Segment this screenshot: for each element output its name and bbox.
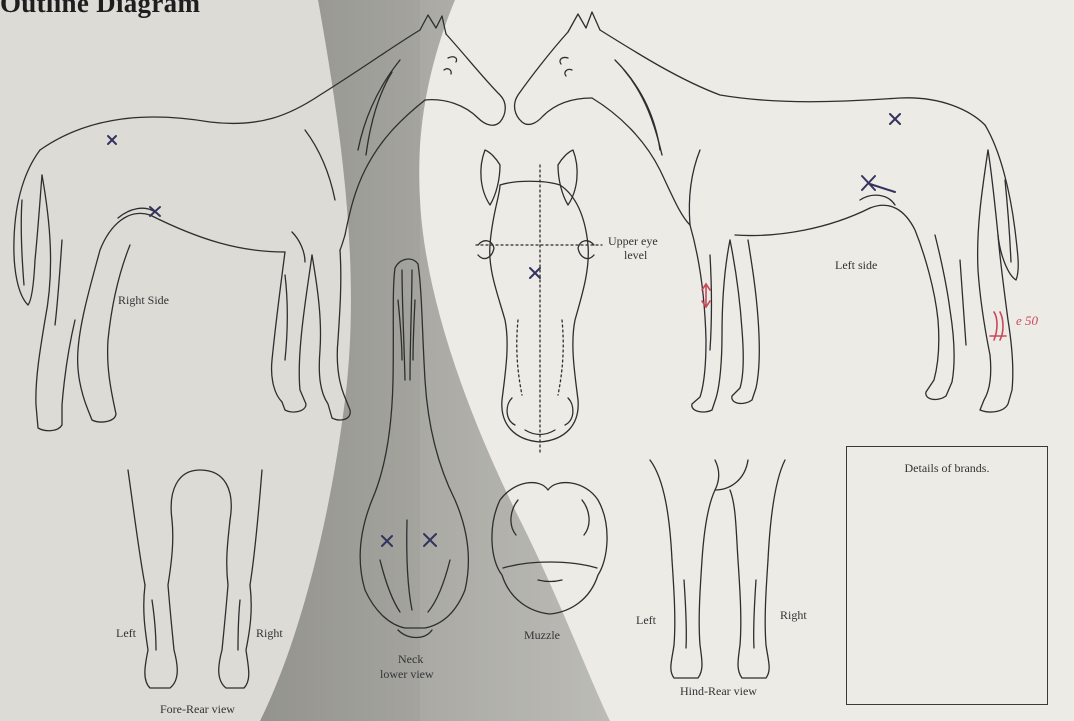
left-horse-face xyxy=(515,32,592,124)
left-horse-stifle xyxy=(860,195,895,205)
page-title: Outline Diagram xyxy=(0,0,200,19)
blue-x-left-flank xyxy=(890,114,900,124)
head-front-outline xyxy=(490,181,589,442)
right-horse-eye xyxy=(448,57,457,62)
label-muzzle: Muzzle xyxy=(524,628,560,642)
label-fore-rear-view: Fore-Rear view xyxy=(160,702,235,716)
label-hind-left: Left xyxy=(636,613,656,627)
brands-details-box: Details of brands. xyxy=(846,446,1048,705)
left-horse-back xyxy=(600,30,985,125)
head-front-nostril-left xyxy=(507,398,515,425)
label-neck: Neck xyxy=(398,652,423,666)
head-front-left-ear xyxy=(481,150,500,205)
left-horse-ears xyxy=(568,12,600,32)
label-left-side: Left side xyxy=(835,258,877,272)
hind-rear-view xyxy=(650,460,785,678)
left-horse-eye xyxy=(560,57,568,64)
head-front-right-ear xyxy=(558,150,577,205)
red-marks xyxy=(702,284,1006,340)
label-fore-left: Left xyxy=(116,626,136,640)
left-horse-fore-far xyxy=(730,240,759,403)
left-horse-belly xyxy=(735,208,870,236)
hind-right-leg xyxy=(730,490,769,678)
blue-x-forehead xyxy=(530,268,540,278)
label-hind-right: Right xyxy=(780,608,807,622)
label-upper-eye-1: Upper eye xyxy=(608,234,658,248)
label-hind-rear-view: Hind-Rear view xyxy=(680,684,757,698)
label-neck-lower-view: lower view xyxy=(380,667,434,681)
label-right-side: Right Side xyxy=(118,293,169,307)
left-horse-throat xyxy=(592,98,690,225)
brands-details-title: Details of brands. xyxy=(847,461,1047,476)
hind-rear-body xyxy=(650,460,785,560)
head-front-right-eye xyxy=(578,241,594,259)
label-upper-eye-2: level xyxy=(624,248,647,262)
label-fore-right: Right xyxy=(256,626,283,640)
blue-x-left-stifle xyxy=(862,176,895,192)
horse-left-side xyxy=(515,12,1019,412)
red-mark-left-hindleg xyxy=(990,312,1006,340)
hind-left-leg xyxy=(671,490,715,678)
muzzle-nostril-right xyxy=(582,500,589,535)
left-horse-tail xyxy=(985,125,1018,280)
left-horse-hind-outer xyxy=(978,150,1013,412)
head-front-left-eye xyxy=(478,241,494,259)
handwritten-note: e 50 xyxy=(1016,314,1038,328)
head-front-nostril-right xyxy=(565,398,573,425)
head-front-view xyxy=(476,150,602,455)
left-horse-hind-inner xyxy=(870,205,954,399)
left-horse-fore-near xyxy=(690,225,730,412)
